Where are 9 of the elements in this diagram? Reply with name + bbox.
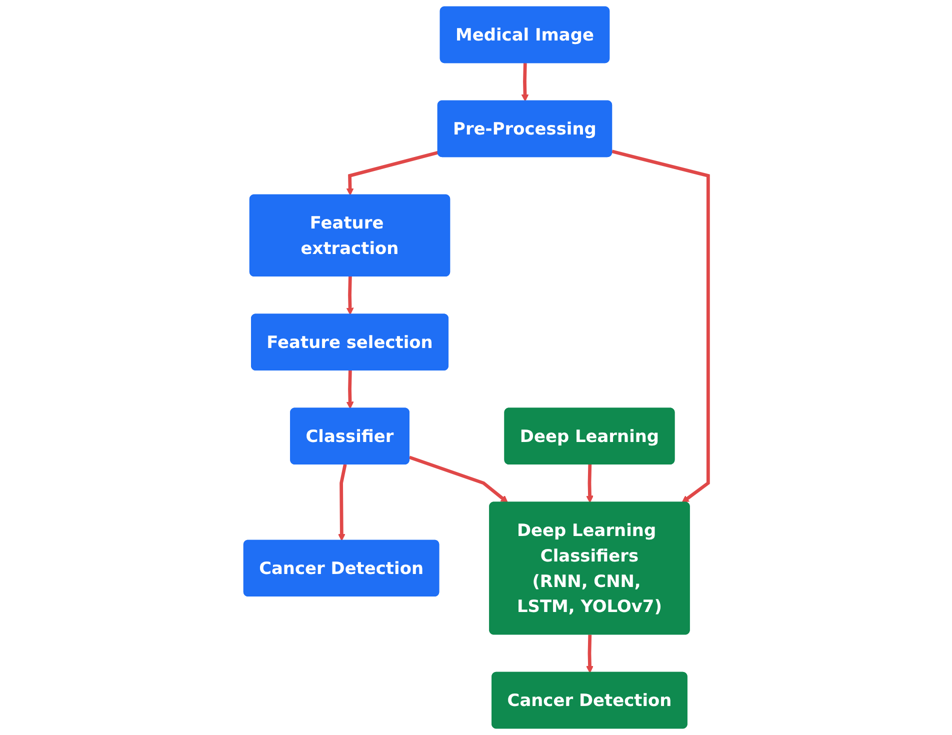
- arrow: [338, 464, 347, 541]
- arrow: [408, 456, 508, 503]
- arrow: [346, 276, 354, 315]
- arrow: [612, 150, 710, 503]
- arrow: [521, 63, 529, 102]
- arrow: [346, 370, 354, 409]
- arrow: [346, 150, 439, 196]
- arrow: [586, 464, 594, 503]
- arrow: [586, 634, 594, 674]
